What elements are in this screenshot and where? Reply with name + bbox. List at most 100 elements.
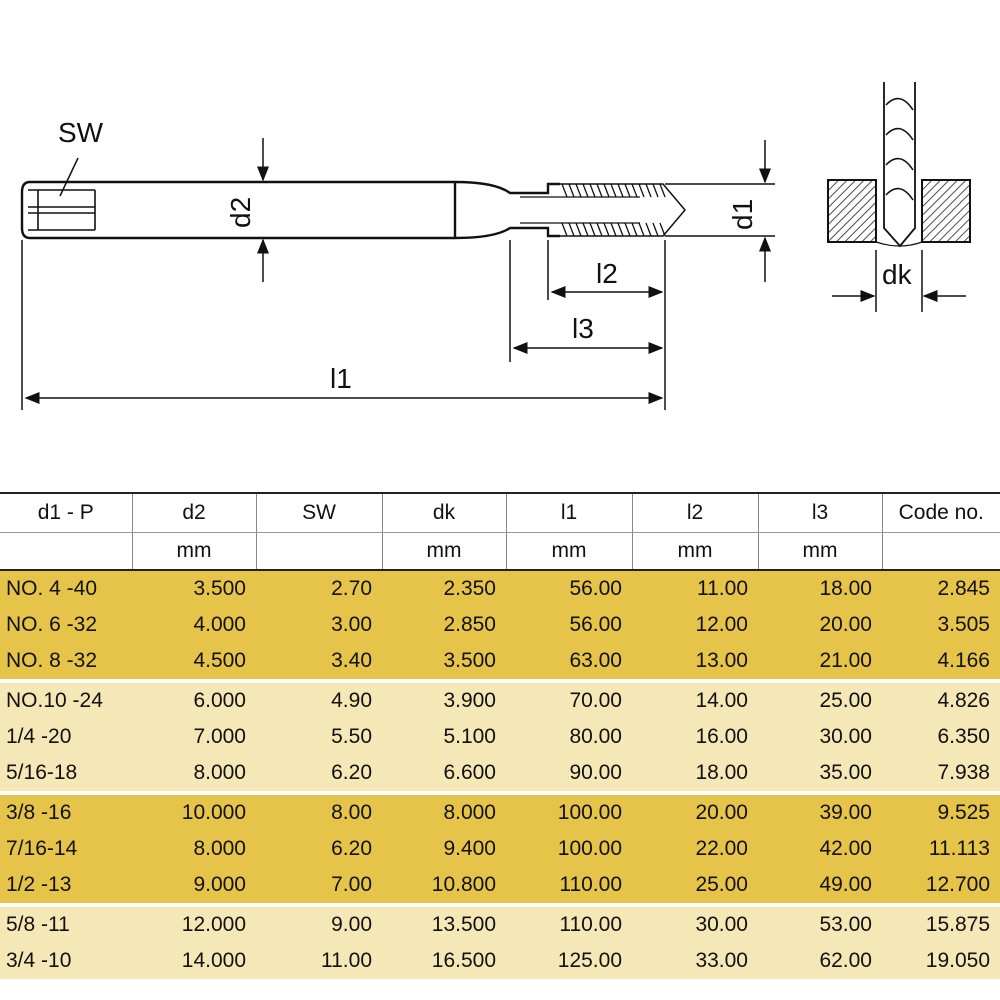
col-header-sw: SW — [256, 492, 383, 533]
cell-l1: 100.00 — [506, 831, 632, 867]
cell-dk: 10.800 — [382, 867, 506, 905]
sw-leader — [59, 157, 79, 197]
cell-l1: 125.00 — [506, 943, 632, 979]
cell-code-no: 4.166 — [882, 643, 1000, 681]
cell-d2: 6.000 — [132, 679, 256, 719]
d1-dimension — [665, 140, 775, 282]
cell-l2: 20.00 — [632, 791, 758, 831]
unit-sw — [256, 532, 383, 571]
cell-dk: 3.900 — [382, 679, 506, 719]
cell-sw: 8.00 — [256, 791, 382, 831]
cell-l2: 11.00 — [632, 570, 758, 607]
unit-code-no — [882, 532, 1000, 571]
cell-l2: 14.00 — [632, 679, 758, 719]
cell-sw: 7.00 — [256, 867, 382, 905]
cell-sw: 5.50 — [256, 719, 382, 755]
label-sw: SW — [58, 117, 104, 148]
cell-dk: 8.000 — [382, 791, 506, 831]
col-header-code-no: Code no. — [882, 492, 1000, 533]
col-header-dk: dk — [382, 492, 507, 533]
cell-code-no: 6.350 — [882, 719, 1000, 755]
cell-d1-p: NO. 6 -32 — [0, 607, 132, 643]
cell-l3: 39.00 — [758, 791, 882, 831]
cell-d1-p: 7/16-14 — [0, 831, 132, 867]
cell-l3: 49.00 — [758, 867, 882, 905]
cell-l1: 110.00 — [506, 903, 632, 943]
cell-l1: 63.00 — [506, 643, 632, 681]
cell-l2: 25.00 — [632, 867, 758, 905]
thread-section — [520, 183, 686, 237]
cell-code-no: 2.845 — [882, 570, 1000, 607]
cell-l3: 53.00 — [758, 903, 882, 943]
cell-d1-p: 3/4 -10 — [0, 943, 132, 979]
unit-d1-p — [0, 532, 133, 571]
cell-d2: 10.000 — [132, 791, 256, 831]
cell-d1-p: 5/8 -11 — [0, 903, 132, 943]
cell-d2: 8.000 — [132, 831, 256, 867]
cell-l1: 80.00 — [506, 719, 632, 755]
cell-l3: 18.00 — [758, 570, 882, 607]
cell-code-no: 9.525 — [882, 791, 1000, 831]
label-l2: l2 — [596, 258, 618, 289]
label-d2: d2 — [225, 197, 256, 228]
table-units-row: mm mm mm mm mm — [0, 532, 1000, 571]
cell-d1-p: NO. 4 -40 — [0, 570, 132, 607]
cell-l3: 62.00 — [758, 943, 882, 979]
cell-d1-p: 1/2 -13 — [0, 867, 132, 905]
col-header-l1: l1 — [506, 492, 633, 533]
unit-l3: mm — [758, 532, 883, 571]
length-dimensions — [21, 240, 666, 410]
technical-drawing: SW d2 d1 l2 l3 l1 dk — [20, 82, 971, 410]
cell-code-no: 4.826 — [882, 679, 1000, 719]
cell-l3: 20.00 — [758, 607, 882, 643]
col-header-l2: l2 — [632, 492, 759, 533]
col-header-d1-p: d1 - P — [0, 492, 133, 533]
cell-d1-p: 1/4 -20 — [0, 719, 132, 755]
cell-l1: 90.00 — [506, 755, 632, 793]
cell-dk: 13.500 — [382, 903, 506, 943]
cell-d2: 4.000 — [132, 607, 256, 643]
cell-code-no: 7.938 — [882, 755, 1000, 793]
unit-dk: mm — [382, 532, 507, 571]
cell-d2: 7.000 — [132, 719, 256, 755]
cell-d1-p: NO. 8 -32 — [0, 643, 132, 681]
cell-l3: 25.00 — [758, 679, 882, 719]
cell-dk: 6.600 — [382, 755, 506, 793]
cell-code-no: 15.875 — [882, 903, 1000, 943]
cell-sw: 2.70 — [256, 570, 382, 607]
cell-dk: 2.850 — [382, 607, 506, 643]
label-dk: dk — [882, 259, 913, 290]
unit-d2: mm — [132, 532, 257, 571]
cell-code-no: 19.050 — [882, 943, 1000, 979]
cell-l2: 18.00 — [632, 755, 758, 793]
thread-teeth — [561, 183, 666, 237]
cell-d2: 3.500 — [132, 570, 256, 607]
cell-l3: 35.00 — [758, 755, 882, 793]
cell-l2: 30.00 — [632, 903, 758, 943]
cell-d1-p: NO.10 -24 — [0, 679, 132, 719]
cell-l1: 100.00 — [506, 791, 632, 831]
cell-dk: 16.500 — [382, 943, 506, 979]
cell-l3: 42.00 — [758, 831, 882, 867]
cell-d1-p: 5/16-18 — [0, 755, 132, 793]
label-l3: l3 — [572, 313, 594, 344]
cell-dk: 9.400 — [382, 831, 506, 867]
cell-dk: 2.350 — [382, 570, 506, 607]
cell-d2: 14.000 — [132, 943, 256, 979]
cell-l2: 22.00 — [632, 831, 758, 867]
col-header-d2: d2 — [132, 492, 257, 533]
cell-sw: 6.20 — [256, 831, 382, 867]
cell-sw: 11.00 — [256, 943, 382, 979]
cell-code-no: 3.505 — [882, 607, 1000, 643]
cell-sw: 3.00 — [256, 607, 382, 643]
cell-dk: 5.100 — [382, 719, 506, 755]
cell-sw: 3.40 — [256, 643, 382, 681]
cell-l3: 21.00 — [758, 643, 882, 681]
